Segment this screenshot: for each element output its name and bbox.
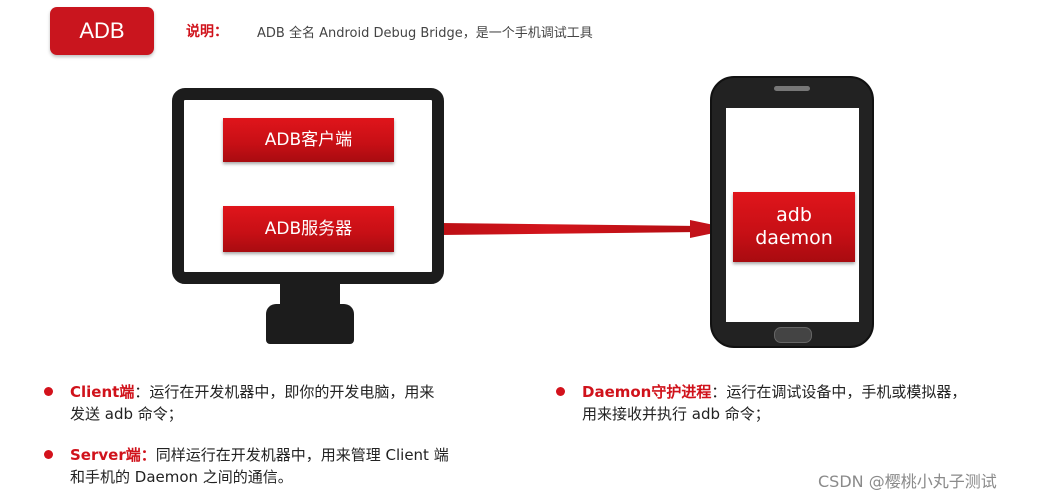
bullet-text-line2: 和手机的 Daemon 之间的通信。 — [70, 468, 293, 486]
monitor-neck — [280, 284, 340, 306]
adb-server-box: ADB服务器 — [223, 206, 394, 252]
bullet-sep: ： — [134, 383, 150, 401]
bullet-dot — [556, 387, 565, 396]
bullet-dot — [44, 387, 53, 396]
bullet-term: Client端 — [70, 383, 135, 401]
monitor-icon — [172, 88, 444, 284]
bullet-client: Client端：运行在开发机器中，即你的开发电脑，用来 发送 adb 命令； — [44, 381, 520, 425]
description-text: ADB 全名 Android Debug Bridge，是一个手机调试工具 — [257, 26, 593, 41]
bullet-text: 同样运行在开发机器中，用来管理 Client 端 — [155, 446, 449, 464]
title-badge: ADB — [50, 7, 154, 55]
adb-client-box: ADB客户端 — [223, 118, 394, 162]
bullet-server: Server端：同样运行在开发机器中，用来管理 Client 端 和手机的 Da… — [44, 444, 530, 488]
description-label: 说明： — [186, 24, 228, 40]
phone-speaker — [774, 86, 810, 91]
bullet-term: Daemon守护进程 — [582, 383, 712, 401]
adb-daemon-box: adb daemon — [733, 192, 855, 262]
bullet-sep: ： — [711, 383, 727, 401]
bullet-daemon: Daemon守护进程：运行在调试设备中，手机或模拟器， 用来接收并执行 adb … — [556, 381, 1046, 425]
bullet-text: 运行在调试设备中，手机或模拟器， — [726, 383, 967, 401]
bullet-text-line2: 发送 adb 命令； — [70, 405, 183, 423]
monitor-base — [266, 304, 354, 344]
daemon-label-line1: adb — [776, 204, 812, 226]
bullet-term: Server端： — [70, 446, 156, 464]
daemon-label-line2: daemon — [755, 227, 833, 249]
server-daemon-arrow — [396, 220, 733, 238]
watermark: CSDN @樱桃小丸子测试 — [818, 472, 997, 491]
bullet-text-line2: 用来接收并执行 adb 命令； — [582, 405, 770, 423]
phone-home-button — [774, 327, 812, 343]
bullet-dot — [44, 450, 53, 459]
bullet-text: 运行在开发机器中，即你的开发电脑，用来 — [149, 383, 435, 401]
